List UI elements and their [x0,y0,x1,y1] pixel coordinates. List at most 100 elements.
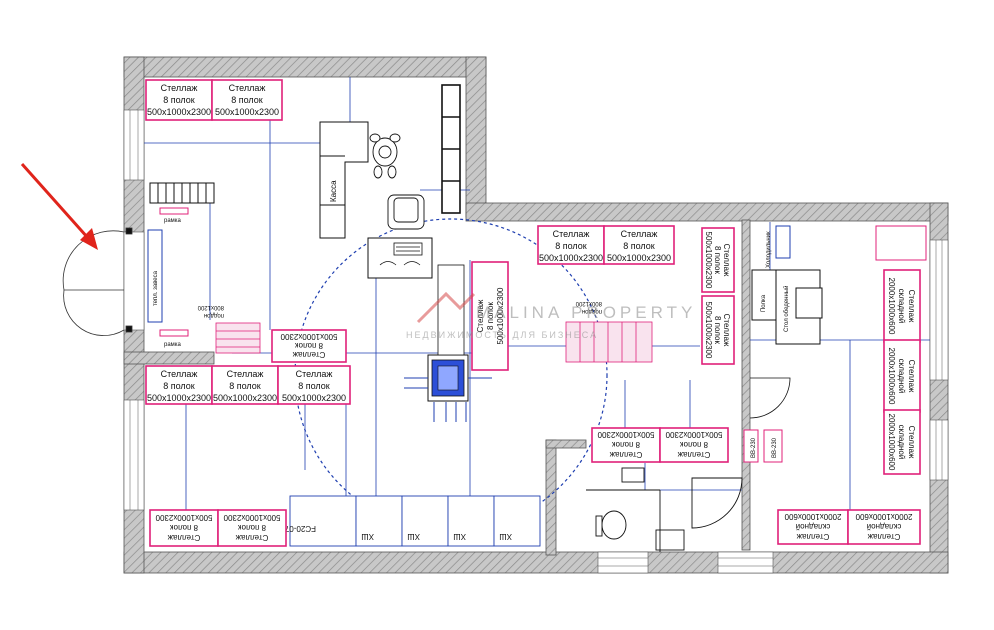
rack-bottom-center-2: Стеллаж 8 полок 500x1000x2300 [659,427,729,463]
rack-mid-left-2: Стеллаж 8 полок 500x1000x2300 [211,365,279,405]
rack-shelves: 8 полок [238,523,266,532]
display-stand-icon [404,264,492,422]
folding-rack-tag [875,225,927,261]
rack-bottom-left-1: Стеллаж 8 полок 500x1000x2300 [149,509,219,547]
rack-size: 2000x1000x600 [784,512,841,521]
freezer-label-3: ХШ [453,532,466,541]
rack-center-top-1: Стеллаж 8 полок 500x1000x2300 [537,225,605,265]
rack-size: 500x1000x2300 [607,253,671,263]
rack-title: Стеллаж [161,83,198,93]
rack-size: 500x1000x2300 [215,107,279,117]
bottom-folding-rack-2: Стеллаж складной 2000x1000x600 [847,509,921,545]
rack-shelves: 8 полок [298,381,330,391]
rack-rotated: Стеллаж 8 полок 500x1000x2300 [271,329,347,363]
watermark-logo-icon [416,291,476,324]
rack-title: Стеллаж [677,450,710,459]
rack-size: 500x1000x2300 [213,393,277,403]
fridge-label: Холодильник [766,231,772,268]
rack-title: Стеллаж [609,450,642,459]
pallet-right-label-1: поддон [582,308,602,314]
rack-title: Стеллаж [553,229,590,239]
rack-size: 2000x1000x600 [855,512,912,521]
coverage-circle [294,218,608,532]
watermark: MALINA PROPERTY НЕДВИЖИМОСТЬ ДЛЯ БИЗНЕСА [406,291,696,340]
folding-rack-2: Стеллаж складной 2000x1000x600 [883,339,921,413]
rack-size: 2000x1000x600 [887,278,896,335]
rack-title: Стеллаж [621,229,658,239]
rack-title: Стеллаж [907,426,916,459]
rack-shelves: складной [897,425,906,460]
rack-shelves: 8 полок [295,341,323,350]
freezer-label-1: ХШ [361,532,374,541]
bathroom [586,467,743,552]
rack-size: 500x1000x2300 [223,513,280,522]
security-frame-icon [149,182,215,204]
rack-shelves: 8 полок [555,241,587,251]
freezers-row [289,495,541,547]
rack-title: Стеллаж [296,369,333,379]
rack-size: 500x1000x2300 [704,302,713,359]
rack-center-vertical: Стеллаж 8 полок 500x1000x2300 [471,261,509,371]
pallet-right [565,321,653,363]
small-right-label-1: ВВ-230 [751,437,757,458]
rack-size: 500x1000x2300 [147,107,211,117]
rack-shelves: 8 полок [623,241,655,251]
cashier-label: Касса [329,180,338,202]
person-icon [369,133,401,179]
rack-title: Стеллаж [229,83,266,93]
folding-rack-3: Стеллаж складной 2000x1000x600 [883,409,921,475]
entrance-door [62,227,133,336]
lunch-table-label: Стол обеденный [783,286,790,332]
rack-size: 500x1000x2300 [280,332,337,341]
rack-title: Стеллаж [907,290,916,323]
folding-rack-1: Стеллаж складной 2000x1000x600 [883,269,921,343]
pallet-left-label-2: 800x1200 [197,304,224,310]
rack-shelves: 8 полок [486,302,495,330]
windows [123,109,949,574]
small-right-label-2: ВВ-230 [772,437,778,458]
rack-shelves: складной [897,289,906,324]
rack-size: 500x1000x2300 [282,393,346,403]
rack-title: Стеллаж [907,360,916,393]
rack-title: Стеллаж [476,299,485,332]
rack-size: 500x1000x2300 [665,430,722,439]
rack-shelves: 8 полок [231,95,263,105]
rack-shelves: складной [867,522,902,531]
rack-shelves: 8 полок [713,246,722,274]
fc-label: FC20-07 [284,524,316,533]
bottom-folding-rack-1: Стеллаж складной 2000x1000x600 [777,509,849,545]
rack-shelves: 8 полок [612,440,640,449]
watermark-brand: MALINA PROPERTY [476,303,696,322]
freezer-label-4: ХШ [499,532,512,541]
rack-shelves: 8 полок [170,523,198,532]
rack-title: Стеллаж [796,532,829,541]
register-icon [379,242,423,266]
rack-mid-left-1: Стеллаж 8 полок 500x1000x2300 [145,365,213,405]
rack-size: 2000x1000x600 [887,414,896,471]
frame-bottom-label: рамка [164,342,182,348]
rack-size: 500x1000x2300 [147,393,211,403]
chair-icon [387,194,425,230]
rack-bottom-center-1: Стеллаж 8 полок 500x1000x2300 [591,427,661,463]
rack-title: Стеллаж [867,532,900,541]
rack-mid-left-3: Стеллаж 8 полок 500x1000x2300 [277,365,351,405]
freezer-label-2: ХШ [407,532,420,541]
rack-center-top-2: Стеллаж 8 полок 500x1000x2300 [603,225,675,265]
rack-title: Стеллаж [292,350,325,359]
rack-title: Стеллаж [722,244,731,277]
rack-top-left-1: Стеллаж 8 полок 500x1000x2300 [145,79,213,121]
pallet-left [215,322,261,354]
rack-right-vertical-2: Стеллаж 8 полок 500x1000x2300 [701,295,735,365]
rack-size: 500x1000x2300 [597,430,654,439]
rack-right-vertical-1: Стеллаж 8 полок 500x1000x2300 [701,227,735,293]
rack-shelves: 8 полок [680,440,708,449]
staff-door [749,377,791,419]
rack-top-left-2: Стеллаж 8 полок 500x1000x2300 [211,79,283,121]
rack-shelves: складной [897,359,906,394]
thermal-curtain-label: тепл. завеса [153,270,159,306]
rack-size: 500x1000x2300 [539,253,603,263]
wall-shelf-top [441,84,461,214]
entrance-arrow [20,163,98,250]
rack-size: 500x1000x2300 [496,287,505,344]
